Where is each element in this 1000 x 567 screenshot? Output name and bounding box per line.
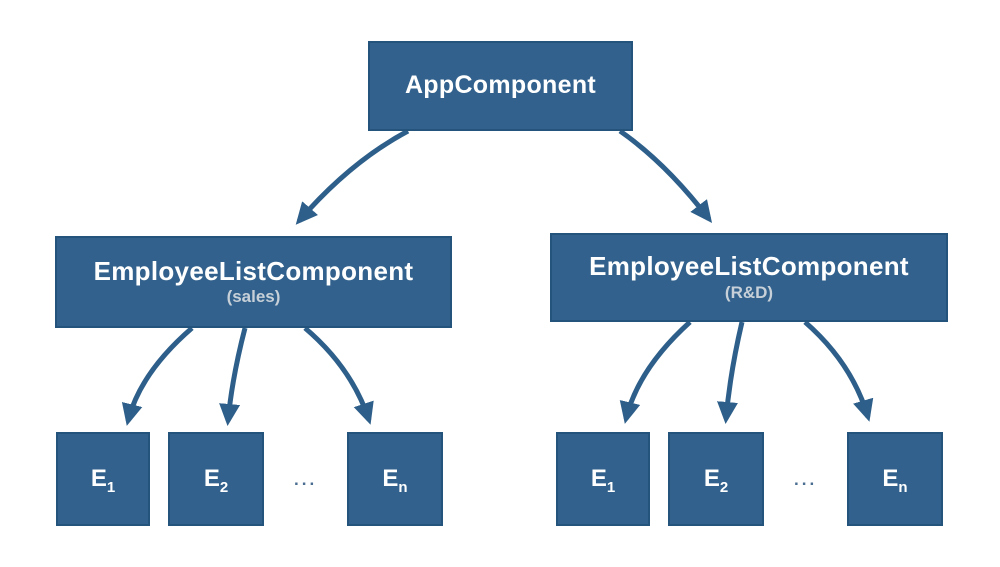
edge-sales-to-en-icon <box>303 326 374 425</box>
node-sales-en: En <box>347 432 443 526</box>
sales-ellipsis: ... <box>294 470 318 489</box>
edge-rnd-to-en-icon <box>803 320 874 422</box>
node-label: E2 <box>703 464 729 496</box>
node-label: EmployeeListComponent <box>589 251 909 282</box>
node-employee-list-rnd: EmployeeListComponent (R&D) <box>550 233 948 322</box>
rnd-ellipsis: ... <box>794 470 818 489</box>
node-label: AppComponent <box>404 71 597 100</box>
node-label: E1 <box>90 464 116 496</box>
edge-rnd-to-e1-icon <box>619 320 692 424</box>
edge-root-to-rnd-icon <box>618 128 713 223</box>
node-label: En <box>382 464 408 496</box>
node-label: EmployeeListComponent <box>93 255 414 286</box>
node-rnd-e1: E1 <box>556 432 650 526</box>
edge-sales-to-e1-icon <box>121 326 194 426</box>
node-app-component: AppComponent <box>368 41 633 131</box>
node-sublabel: (R&D) <box>724 282 774 302</box>
edge-root-to-sales-icon <box>295 128 410 225</box>
node-rnd-e2: E2 <box>668 432 764 526</box>
node-label: E1 <box>590 464 616 496</box>
node-label: En <box>882 464 908 496</box>
node-sales-e2: E2 <box>168 432 264 526</box>
node-employee-list-sales: EmployeeListComponent (sales) <box>55 236 452 328</box>
node-label: E2 <box>203 464 229 496</box>
node-sales-e1: E1 <box>56 432 150 526</box>
node-rnd-en: En <box>847 432 943 526</box>
edge-sales-to-e2-icon <box>219 327 248 426</box>
node-sublabel: (sales) <box>226 287 281 307</box>
edge-rnd-to-e2-icon <box>717 321 745 424</box>
